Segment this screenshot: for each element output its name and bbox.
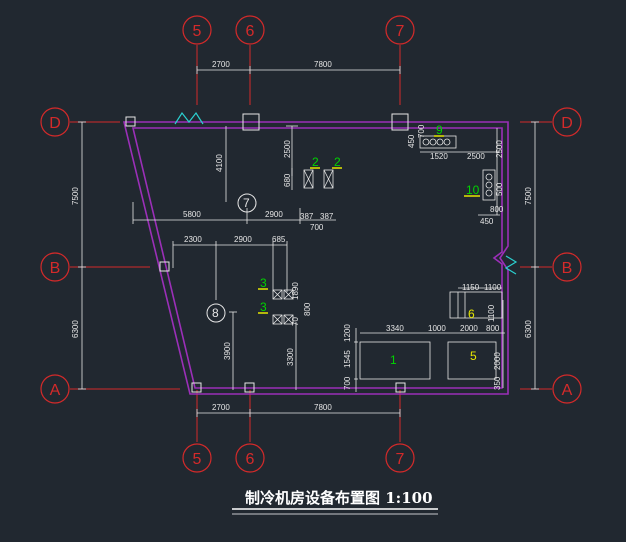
dim-right-7500: 7500 — [524, 187, 533, 205]
dim-800-right: 800 — [486, 324, 500, 333]
dim-bottom-7800: 7800 — [314, 403, 332, 412]
structural-columns — [125, 113, 409, 393]
dim-1000: 1000 — [428, 324, 446, 333]
interior-dimension-lines — [132, 125, 505, 392]
door-top — [174, 111, 204, 125]
door-right — [504, 255, 518, 275]
grid-row-label-right-d: D — [561, 115, 573, 132]
dim-700-lower: 700 — [343, 376, 352, 390]
dim-800-eq10: 800 — [490, 205, 504, 214]
dim-685: 685 — [272, 235, 286, 244]
interior-dimension-text: 4100 5800 2900 2500 680 387 387 700 2300… — [183, 124, 504, 390]
dim-3300: 3300 — [286, 348, 295, 366]
equipment-label-underlines — [258, 135, 480, 314]
circle-label-8: 8 — [212, 306, 219, 320]
equipment-circles — [206, 193, 257, 323]
dim-387-a: 387 — [300, 212, 314, 221]
grid-labels: 5 6 7 5 6 7 D B A D B A — [49, 23, 573, 468]
dim-2500-vertical: 2500 — [495, 140, 504, 158]
grid-row-label-left-a: A — [50, 382, 61, 399]
dim-450-right: 450 — [480, 217, 494, 226]
grid-row-label-right-b: B — [562, 260, 573, 277]
outer-dimension-lines — [78, 66, 539, 417]
dim-4100: 4100 — [215, 154, 224, 172]
dim-2300: 2300 — [184, 235, 202, 244]
grid-row-label-right-a: A — [562, 382, 573, 399]
grid-row-label-left-b: B — [50, 260, 61, 277]
equipment-label-9: 9 — [436, 123, 443, 137]
grid-row-label-left-d: D — [49, 115, 61, 132]
dim-700-upper: 700 — [310, 223, 324, 232]
dim-2000-vertical: 2000 — [493, 352, 502, 370]
grid-col-label-bottom-5: 5 — [193, 451, 202, 468]
dim-680: 680 — [283, 173, 292, 187]
dim-2500-right: 2500 — [467, 152, 485, 161]
equipment-label-6: 6 — [468, 307, 475, 321]
dim-1545: 1545 — [343, 350, 352, 368]
grid-bubbles — [40, 15, 582, 473]
room-walls — [122, 121, 509, 395]
equipment-label-2-a: 2 — [312, 155, 319, 169]
dim-top-2700: 2700 — [212, 60, 230, 69]
dim-3340: 3340 — [386, 324, 404, 333]
dim-bottom-2700: 2700 — [212, 403, 230, 412]
dim-387-b: 387 — [320, 212, 334, 221]
dim-left-7500: 7500 — [71, 187, 80, 205]
dim-2500-upper: 2500 — [283, 140, 292, 158]
grid-col-label-top-6: 6 — [246, 23, 255, 40]
dim-1200: 1200 — [343, 324, 352, 342]
dim-left-6300: 6300 — [71, 320, 80, 338]
dim-350: 350 — [493, 376, 502, 390]
dim-2000-horizontal: 2000 — [460, 324, 478, 333]
dim-1520: 1520 — [430, 152, 448, 161]
equipment-label-3-b: 3 — [260, 300, 267, 314]
equipment-label-5: 5 — [470, 349, 477, 363]
dim-5800: 5800 — [183, 210, 201, 219]
grid-col-label-top-5: 5 — [193, 23, 202, 40]
dim-1100-horizontal: 1100 — [484, 283, 502, 292]
dim-2900-upper: 2900 — [265, 210, 283, 219]
equipment-label-3-a: 3 — [260, 276, 267, 290]
dim-500: 500 — [495, 182, 504, 196]
dim-1100-vertical: 1100 — [487, 304, 496, 322]
dim-3900: 3900 — [223, 342, 232, 360]
drawing-title: 制冷机房设备布置图 1:100 — [245, 489, 433, 507]
equipment-label-1: 1 — [390, 353, 397, 367]
circle-label-7: 7 — [243, 196, 250, 210]
equipment-label-10: 10 — [466, 183, 480, 197]
title-underline — [232, 508, 438, 515]
grid-col-label-top-7: 7 — [396, 23, 405, 40]
outer-dimension-text: 2700 7800 2700 7800 7500 6300 7500 6300 — [71, 60, 533, 412]
dim-2900-lower: 2900 — [234, 235, 252, 244]
equipment-label-2-b: 2 — [334, 155, 341, 169]
dim-1890: 1890 — [291, 282, 300, 300]
dim-right-6300: 6300 — [524, 320, 533, 338]
grid-col-label-bottom-6: 6 — [246, 451, 255, 468]
dim-800-pumps: 800 — [303, 302, 312, 316]
grid-col-label-bottom-7: 7 — [396, 451, 405, 468]
dim-700-top: 700 — [417, 124, 426, 138]
dim-1150: 1150 — [462, 283, 480, 292]
grid-axis-lines — [70, 45, 552, 442]
equipment-labels: 2 2 3 3 1 5 6 9 10 — [260, 123, 480, 367]
dim-450-top: 450 — [407, 134, 416, 148]
dim-70: 70 — [291, 317, 300, 326]
dim-top-7800: 7800 — [314, 60, 332, 69]
